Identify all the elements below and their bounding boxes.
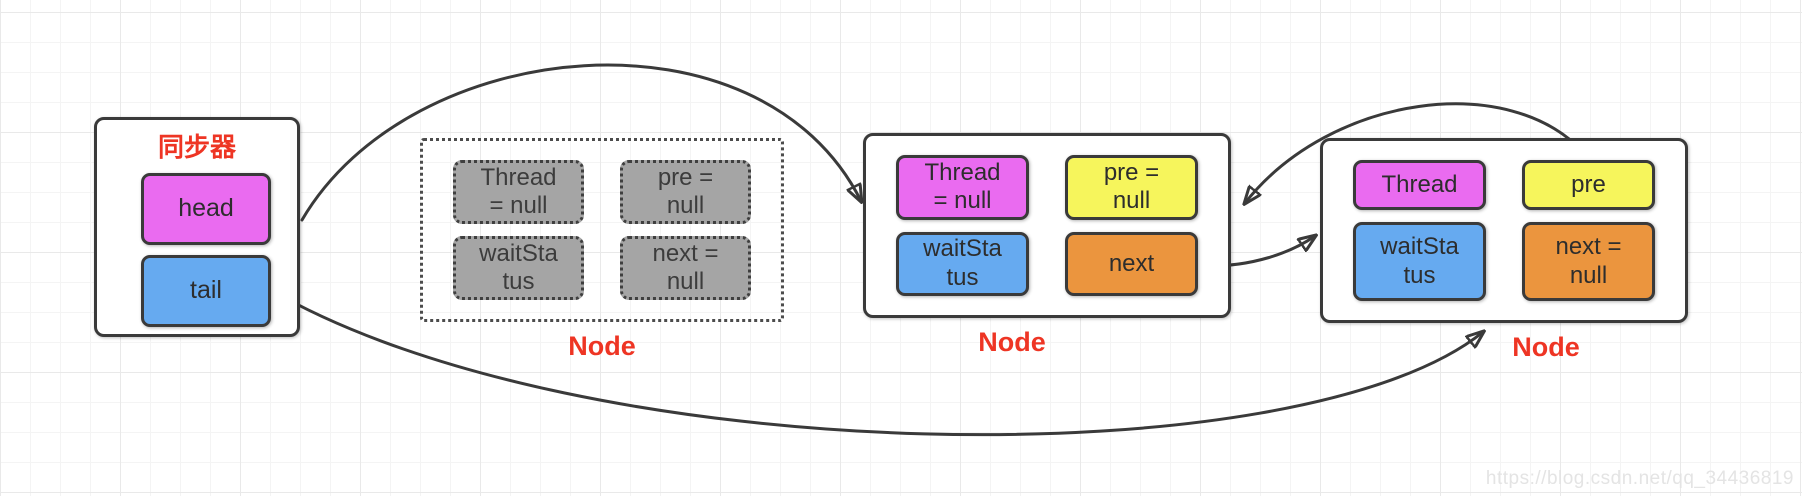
thread-cell: Thread = null	[896, 155, 1029, 220]
head-cell: head	[141, 173, 271, 245]
next-cell: next = null	[620, 236, 751, 300]
waitstatus-cell: waitSta tus	[1353, 222, 1486, 301]
node-cells: Thread = null pre = null waitSta tus nex…	[866, 136, 1228, 315]
node-cells: Thread pre waitSta tus next = null	[1323, 141, 1685, 320]
next-cell: next = null	[1522, 222, 1655, 301]
tail-cell: tail	[141, 255, 271, 327]
pre-cell: pre = null	[620, 160, 751, 224]
waitstatus-cell: waitSta tus	[896, 231, 1029, 296]
pre-cell: pre	[1522, 160, 1655, 211]
node-box-placeholder: Thread = null pre = null waitSta tus nex…	[420, 138, 784, 361]
pre-cell: pre = null	[1065, 155, 1198, 220]
next-cell: next	[1065, 231, 1198, 296]
node-label: Node	[978, 327, 1046, 357]
waitstatus-cell: waitSta tus	[453, 236, 584, 300]
watermark-text: https://blog.csdn.net/qq_34436819	[1485, 468, 1794, 489]
thread-cell: Thread = null	[453, 160, 584, 224]
synchronizer-box: 同步器 head tail	[94, 117, 300, 337]
node-label: Node	[568, 331, 636, 361]
synchronizer-title: 同步器	[157, 132, 236, 162]
node-cells: Thread = null pre = null waitSta tus nex…	[423, 141, 781, 319]
thread-cell: Thread	[1353, 160, 1486, 211]
node-label: Node	[1512, 332, 1580, 362]
node-box-2: Thread = null pre = null waitSta tus nex…	[863, 133, 1231, 357]
node-box-3: Thread pre waitSta tus next = null Node	[1320, 138, 1688, 362]
